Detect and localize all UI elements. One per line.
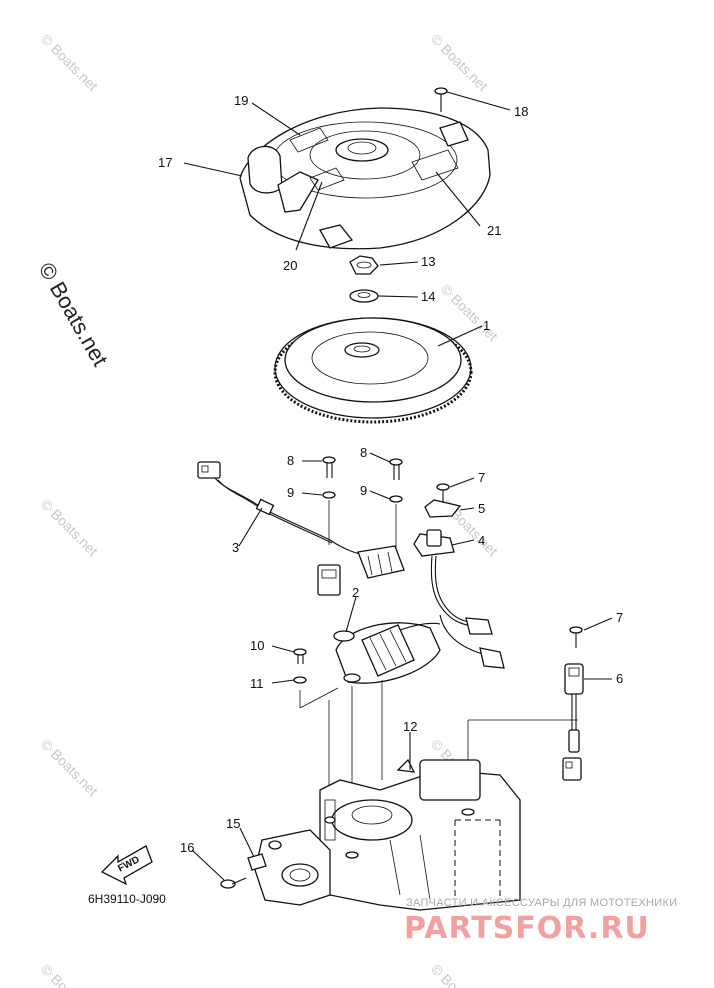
callout-6: 6	[616, 671, 623, 686]
screw-18-part	[434, 87, 448, 112]
callout-10: 10	[250, 638, 264, 653]
leader-lines	[183, 91, 613, 881]
engine-block-part	[319, 758, 521, 911]
watermark-small: © Boats.net	[38, 961, 101, 988]
clip-15-part	[247, 853, 267, 871]
flywheel-cover-part	[239, 107, 491, 250]
callout-1: 1	[483, 318, 490, 333]
callout-19: 19	[234, 93, 248, 108]
lighting-coil-harness-part	[197, 461, 405, 596]
watermark-small: © Boats.net	[38, 496, 101, 559]
brand-name: PARTSFOR.RU	[404, 911, 650, 946]
charge-coil-2-part	[333, 622, 441, 684]
callout-15: 15	[226, 816, 240, 831]
callout-18: 18	[514, 104, 528, 119]
screw-7-lower-part	[569, 626, 583, 648]
callout-16: 16	[180, 840, 194, 855]
bolt-8-right-part	[389, 458, 403, 480]
watermark-main: © Boats.net	[34, 258, 113, 370]
washer-9-left-part	[322, 491, 336, 499]
washer-14-part	[349, 289, 379, 303]
callout-9-left: 9	[287, 485, 294, 500]
callout-8-right: 8	[360, 445, 367, 460]
fwd-arrow-icon: FWD	[100, 845, 153, 886]
brand-footer: ЗАПЧАСТИ И АКСЕССУАРЫ ДЛЯ МОТОТЕХНИКИ PA…	[404, 897, 677, 946]
callout-7-upper: 7	[478, 470, 485, 485]
watermark-small: © Boats.net	[38, 31, 101, 94]
callout-13: 13	[421, 254, 435, 269]
callout-17: 17	[158, 155, 172, 170]
callout-12: 12	[403, 719, 417, 734]
callout-4: 4	[478, 533, 485, 548]
callout-8-left: 8	[287, 453, 294, 468]
callout-11: 11	[250, 676, 264, 691]
ignition-coil-6-part	[562, 663, 584, 781]
callout-7-lower: 7	[616, 610, 623, 625]
callout-3: 3	[232, 540, 239, 555]
engine-base-part	[254, 829, 331, 906]
watermark-small: © Boats.net	[38, 736, 101, 799]
callout-2: 2	[352, 585, 359, 600]
bolt-16-part	[220, 877, 247, 889]
watermark-small: © Boats.net	[428, 31, 491, 94]
washer-11-part	[293, 676, 307, 684]
callouts: 1 2 3 4 5 6 7 7 8 8 9 9 10 11 12 13 14 1…	[158, 93, 623, 855]
brand-caption: ЗАПЧАСТИ И АКСЕССУАРЫ ДЛЯ МОТОТЕХНИКИ	[406, 897, 677, 909]
callout-14: 14	[421, 289, 435, 304]
callout-21: 21	[487, 223, 501, 238]
watermark-small: © Boats.net	[428, 961, 491, 988]
clamp-5-part	[424, 499, 462, 518]
screw-7-upper-part	[436, 483, 450, 502]
pulser-coil-4-part	[413, 529, 505, 669]
watermark-small: © Boats.net	[438, 281, 501, 344]
bolt-8-left-part	[322, 456, 336, 478]
callout-20: 20	[283, 258, 297, 273]
diagram-code: 6H39110-J090	[88, 892, 166, 906]
callout-5: 5	[478, 501, 485, 516]
nut-13-part	[349, 255, 379, 275]
callout-9-right: 9	[360, 483, 367, 498]
bolt-10-part	[293, 648, 307, 664]
flywheel-rotor-part	[273, 317, 473, 424]
washer-9-right-part	[389, 495, 403, 503]
